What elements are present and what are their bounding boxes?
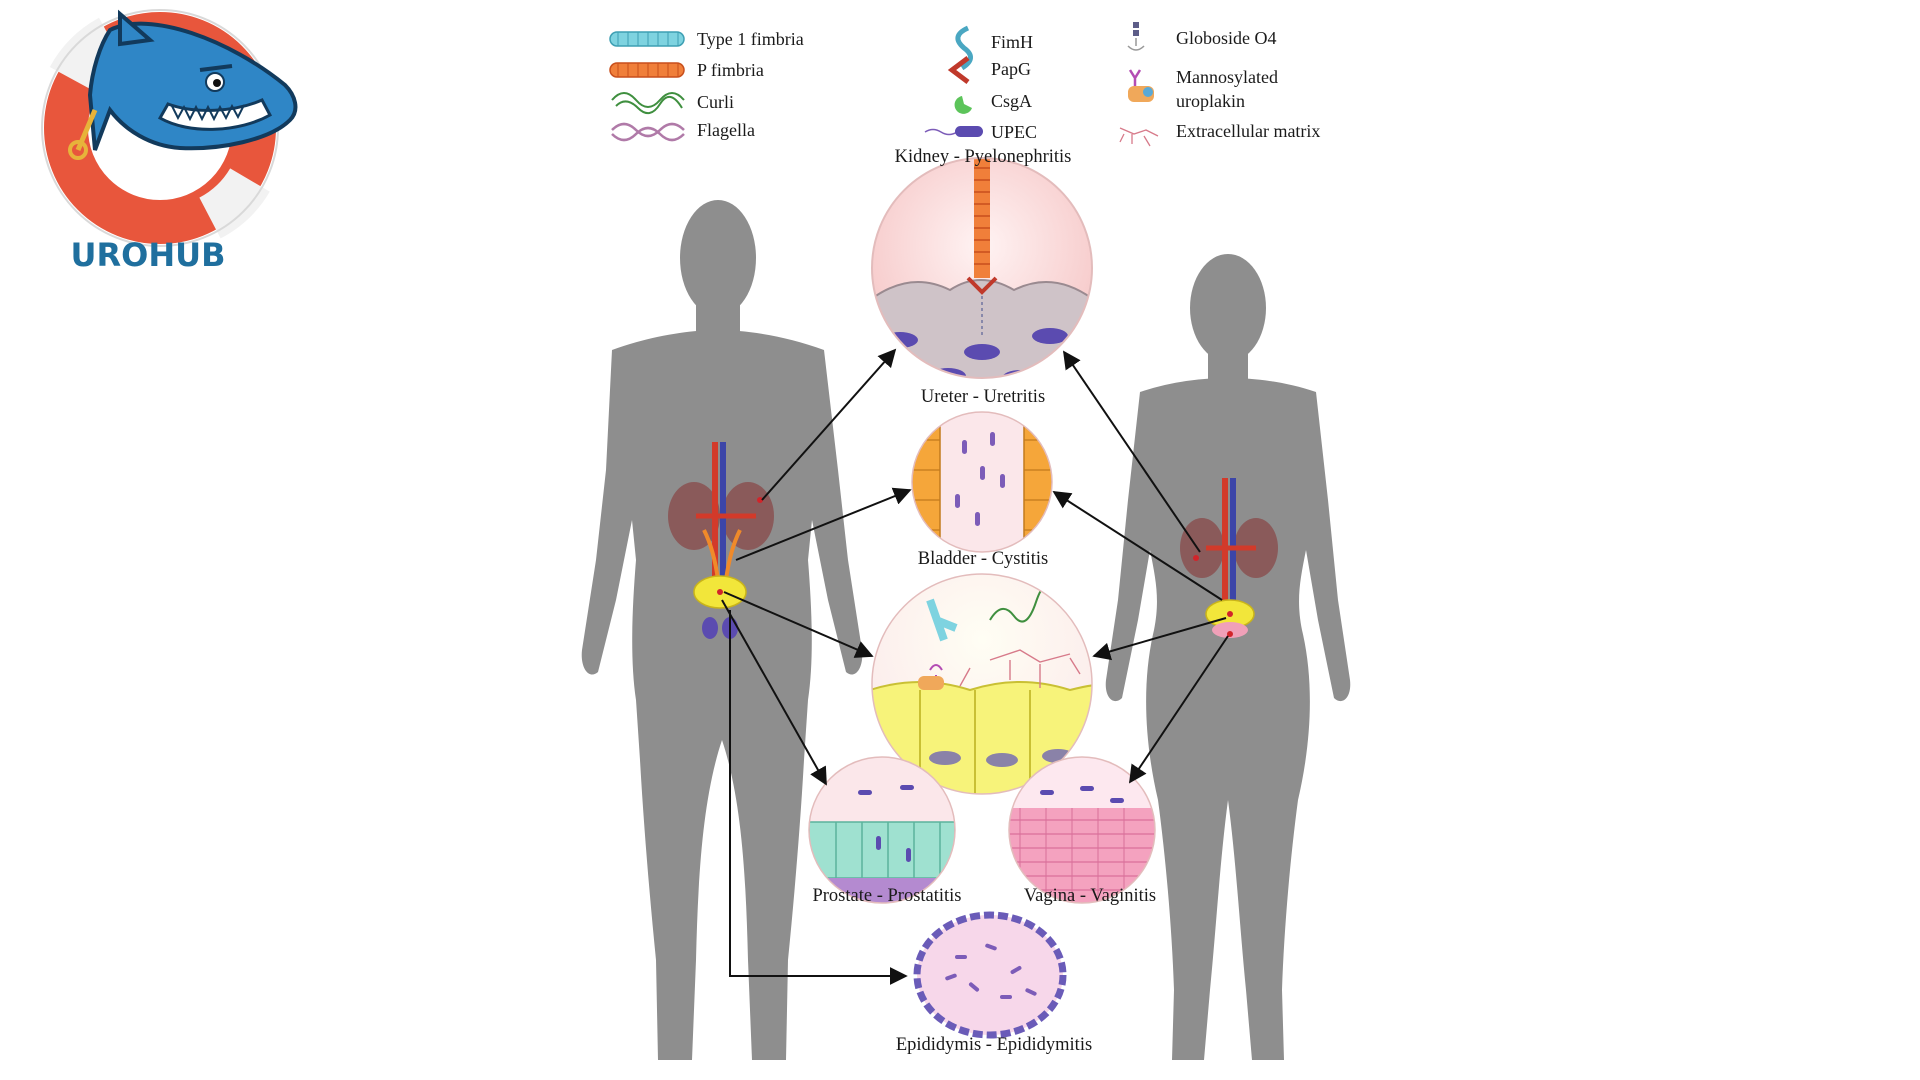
- papg-symbol-icon: [947, 56, 970, 84]
- vagina-circle: [1008, 756, 1156, 904]
- caption-vagina: Vagina - Vaginitis: [1024, 886, 1156, 906]
- urohub-logo: UROHUB: [41, 9, 298, 274]
- legend-papg: PapG: [991, 59, 1031, 79]
- arrow-male-kidney: [761, 348, 897, 501]
- flagella-symbol-icon: [611, 122, 685, 142]
- legend-p-fimbria: P fimbria: [697, 60, 764, 80]
- legend-extracellular-matrix: Extracellular matrix: [1176, 121, 1320, 141]
- epididymis-circle: [913, 911, 1067, 1039]
- male-urinary-organs: [668, 442, 774, 639]
- fimh-symbol-icon: [955, 25, 973, 71]
- globoside-o4-symbol-icon: [1127, 22, 1145, 51]
- female-silhouette: [1105, 254, 1351, 1060]
- ureter-circle: [911, 411, 1053, 553]
- arrow-male-ureter: [735, 487, 912, 561]
- type1-fimbria-symbol-icon: [609, 31, 685, 47]
- p-fimbria-symbol-icon: [609, 62, 685, 78]
- arrow-male-prostate: [721, 599, 827, 786]
- caption-bladder: Bladder - Cystitis: [918, 549, 1049, 569]
- legend-type1-fimbria: Type 1 fimbria: [697, 29, 804, 49]
- caption-kidney: Kidney - Pyelonephritis: [895, 147, 1072, 167]
- legend-uroplakin: uroplakin: [1176, 91, 1245, 111]
- arrow-male-epididymis: [729, 610, 908, 985]
- arrow-female-bladder: [1092, 617, 1227, 661]
- csga-symbol-icon: [954, 96, 972, 114]
- shark-mascot-icon: [68, 9, 298, 160]
- legend-flagella: Flagella: [697, 120, 755, 140]
- caption-prostate: Prostate - Prostatitis: [812, 886, 961, 906]
- legend: Type 1 fimbria P fimbria Curli Flagella …: [609, 22, 1320, 147]
- prostate-circle: [808, 756, 956, 904]
- legend-csga: CsgA: [991, 91, 1032, 111]
- legend-fimh: FimH: [991, 32, 1033, 52]
- arrow-male-bladder: [723, 591, 874, 658]
- arrow-female-ureter: [1052, 491, 1223, 601]
- legend-mannosylated: Mannosylated: [1176, 67, 1278, 87]
- curli-symbol-icon: [611, 92, 685, 115]
- arrow-female-kidney: [1062, 350, 1201, 553]
- legend-globoside-o4: Globoside O4: [1176, 28, 1277, 48]
- upec-symbol-icon: [924, 126, 983, 137]
- kidney-circle: [871, 157, 1093, 379]
- female-urinary-organs: [1180, 478, 1278, 638]
- legend-upec: UPEC: [991, 122, 1037, 142]
- caption-epididymis: Epididymis - Epididymitis: [896, 1035, 1092, 1055]
- mannosylated-uroplakin-symbol-icon: [1128, 69, 1154, 102]
- arrows: [721, 348, 1229, 985]
- arrow-female-vagina: [1128, 635, 1229, 784]
- extracellular-matrix-symbol-icon: [1119, 127, 1159, 147]
- caption-ureter: Ureter - Uretritis: [921, 387, 1045, 407]
- male-silhouette: [581, 200, 863, 1060]
- legend-curli: Curli: [697, 92, 734, 112]
- brand-name: UROHUB: [71, 236, 226, 274]
